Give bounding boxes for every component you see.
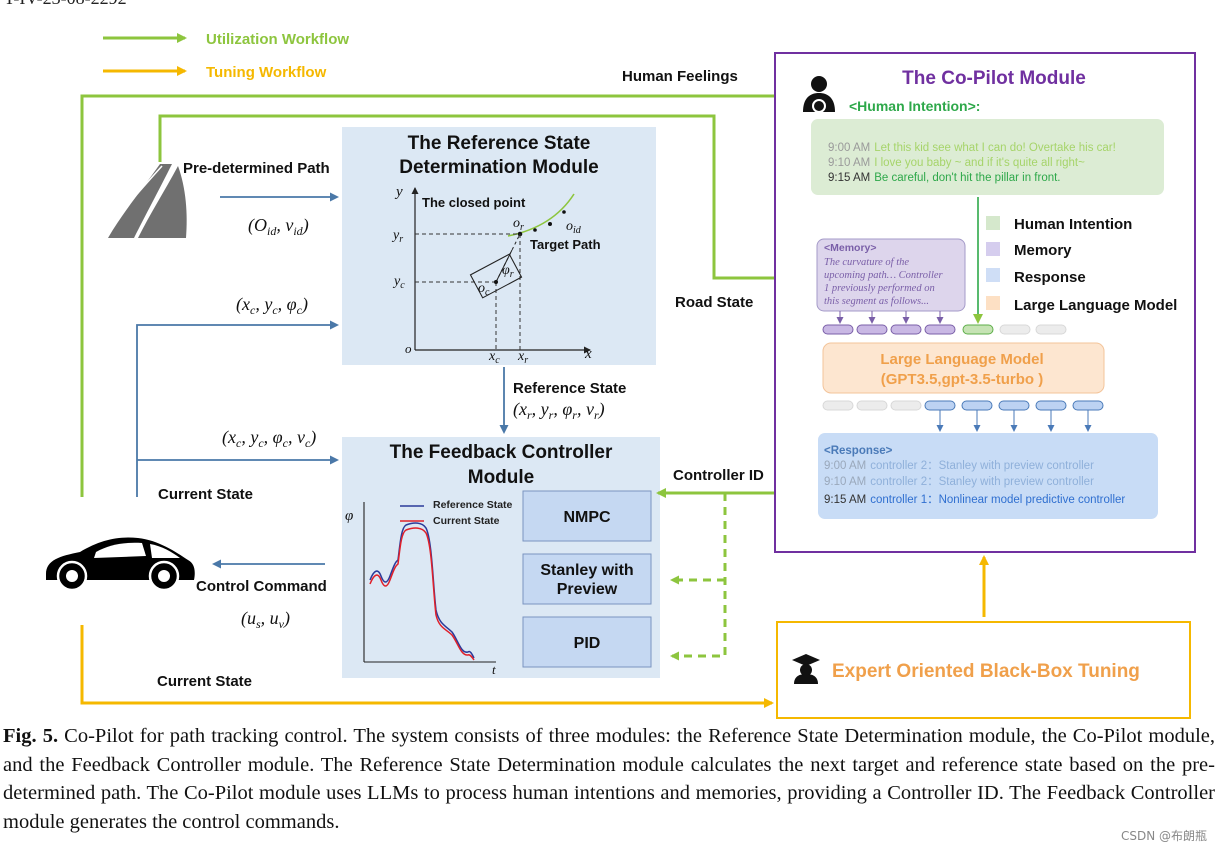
svg-text:The curvature of the: The curvature of the xyxy=(824,257,909,268)
svg-text:yr: yr xyxy=(391,228,403,245)
svg-text:o: o xyxy=(405,341,412,356)
expert-tuning-box xyxy=(776,621,1191,719)
memory-token-arrows xyxy=(836,311,944,324)
svg-text:Human Intention: Human Intention xyxy=(1014,216,1132,233)
memory-box xyxy=(816,238,966,312)
human-intention-box xyxy=(811,119,1164,195)
llm-label-line1: Large Language Model xyxy=(880,351,1043,368)
pid-label: PID xyxy=(574,635,601,652)
svg-text:1 previously performed on: 1 previously performed on xyxy=(824,283,935,294)
fb-legend-current: Current State xyxy=(433,515,500,527)
car-icon xyxy=(46,537,195,592)
utilization-legend-label: Utilization Workflow xyxy=(206,31,349,48)
feedback-module-title-line2: Module xyxy=(468,467,535,488)
caption-lead: Fig. 5. xyxy=(3,725,59,747)
copilot-title: The Co-Pilot Module xyxy=(902,68,1086,89)
pre-path-math: (Oid, vid) xyxy=(248,215,309,238)
current-state-bottom-label: Current State xyxy=(157,673,252,690)
svg-text:Response: Response xyxy=(1014,269,1086,286)
reference-state-math: (xr, yr, φr, vr) xyxy=(513,399,605,422)
svg-text:Large Language Model: Large Language Model xyxy=(1014,297,1177,314)
input-tokens xyxy=(822,324,1067,335)
feedback-plot: φ t Reference State Current State xyxy=(345,499,513,677)
controller-id-dashed xyxy=(670,493,727,661)
human-feelings-arrow xyxy=(80,91,785,497)
svg-text:x: x xyxy=(584,346,592,362)
svg-text:xc: xc xyxy=(488,349,500,366)
svg-text:yc: yc xyxy=(392,274,405,291)
response-arrows xyxy=(936,410,1092,432)
driver-icon xyxy=(803,76,835,113)
vehicle-footprint-box xyxy=(469,253,523,299)
svg-text:oc: oc xyxy=(478,281,490,298)
svg-text:oid: oid xyxy=(566,219,582,236)
reference-module-title-line2: Determination Module xyxy=(399,157,599,178)
control-command-math: (us, uv) xyxy=(241,608,290,631)
pid-controller-box[interactable] xyxy=(522,616,652,668)
svg-text:or: or xyxy=(513,216,524,233)
svg-text:<Memory>: <Memory> xyxy=(824,242,877,254)
control-command-label: Control Command xyxy=(196,578,327,595)
target-path-curve xyxy=(507,193,575,237)
svg-text:φr: φr xyxy=(502,263,514,280)
human-intention-header: <Human Intention>: xyxy=(849,98,980,114)
tuning-legend-label: Tuning Workflow xyxy=(206,64,327,81)
current-state-curve xyxy=(369,527,475,661)
road-state-arrow xyxy=(158,114,802,283)
reference-module-title-line1: The Reference State xyxy=(408,133,591,154)
stanley-label-line2: Preview xyxy=(557,581,618,598)
human-feelings-label: Human Feelings xyxy=(622,68,738,85)
expert-tuning-label: Expert Oriented Black-Box Tuning xyxy=(832,661,1140,682)
closed-point-label: The closed point xyxy=(422,195,526,210)
pre-path-label: Pre-determined Path xyxy=(183,160,330,177)
state-to-ref-math: (xc, yc, φc) xyxy=(236,294,308,317)
svg-text:upcoming path… Controller: upcoming path… Controller xyxy=(824,270,944,281)
controller-id-label: Controller ID xyxy=(673,467,764,484)
svg-text:xr: xr xyxy=(517,349,528,366)
svg-text:<Response>: <Response> xyxy=(824,445,893,457)
copilot-legend: Human Intention Memory Response Large La… xyxy=(986,216,1177,314)
svg-text:this segment as follows...: this segment as follows... xyxy=(824,296,929,307)
road-state-label: Road State xyxy=(675,294,753,311)
svg-text:φ: φ xyxy=(345,508,353,524)
graduate-icon xyxy=(792,654,820,684)
response-box xyxy=(818,433,1158,519)
copilot-diagram: Utilization Workflow Tuning Workflow The… xyxy=(46,31,1196,719)
reference-state-curve xyxy=(369,522,475,659)
fb-legend-reference: Reference State xyxy=(433,499,513,511)
target-path-label: Target Path xyxy=(530,237,601,252)
nmpc-label: NMPC xyxy=(563,509,611,526)
nmpc-controller-box[interactable] xyxy=(522,490,652,542)
reference-state-label: Reference State xyxy=(513,380,626,397)
output-tokens xyxy=(822,400,1104,411)
llm-box xyxy=(822,342,1105,394)
current-state-label: Current State xyxy=(158,486,253,503)
state-to-ref-arrow xyxy=(136,320,339,497)
stanley-controller-box[interactable] xyxy=(522,553,652,605)
figure-caption: Fig. 5. Co-Pilot for path tracking contr… xyxy=(3,722,1215,836)
feedback-module-title-line1: The Feedback Controller xyxy=(390,442,613,463)
svg-text:Memory: Memory xyxy=(1014,242,1072,259)
svg-text:9:10 AMI love you baby ~ and i: 9:10 AMI love you baby ~ and if it's qui… xyxy=(828,157,1085,169)
state-to-fb-math: (xc, yc, φc, vc) xyxy=(222,427,316,450)
svg-text:y: y xyxy=(394,184,403,200)
tuning-current-state-arrow xyxy=(80,625,774,708)
watermark: CSDN @布朗瓶 xyxy=(1120,829,1207,843)
caption-body: Co-Pilot for path tracking control. The … xyxy=(3,725,1215,833)
workflow-legend: Utilization Workflow Tuning Workflow xyxy=(103,31,349,81)
stanley-label-line1: Stanley with xyxy=(540,562,633,579)
reference-module-panel xyxy=(342,127,656,365)
llm-label-line2: (GPT3.5,gpt-3.5-turbo ) xyxy=(881,371,1044,388)
reference-plot: y x o The closed point Target Path yr yc… xyxy=(391,184,601,366)
road-icon xyxy=(108,164,187,238)
svg-text:t: t xyxy=(492,662,496,677)
cut-off-header-text: T-IV-23-08-2292 xyxy=(4,0,127,9)
